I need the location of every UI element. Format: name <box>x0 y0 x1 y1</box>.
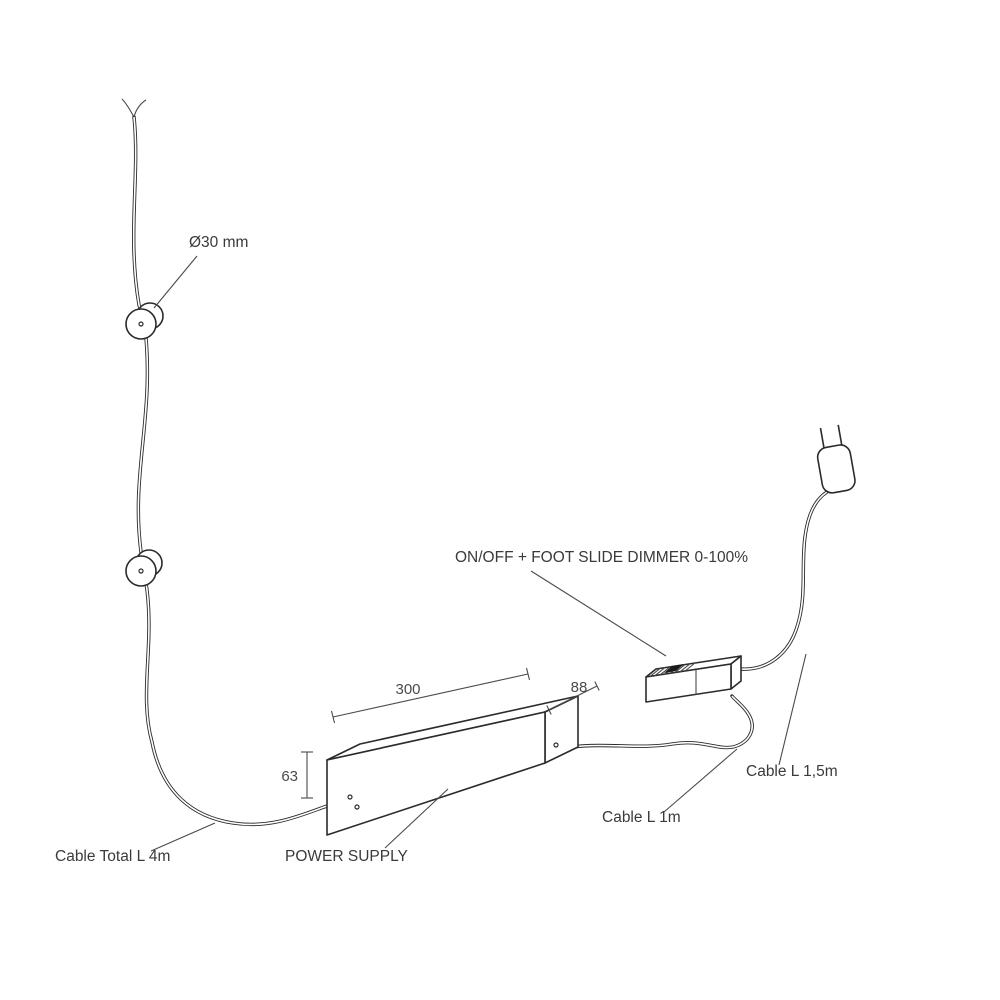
cable-1-5m-label: Cable L 1,5m <box>746 763 838 780</box>
screw-left-2 <box>354 804 360 810</box>
hanging-cable <box>132 115 329 827</box>
cable-to-plug <box>738 490 829 671</box>
plug-prong-right <box>837 424 843 445</box>
power-supply-label: POWER SUPPLY <box>285 848 408 865</box>
dimension-height-value: 63 <box>281 768 298 785</box>
dimension-length: 300 <box>330 667 531 724</box>
dimension-depth-value: 88 <box>571 679 588 696</box>
diameter-label: Ø30 mm <box>189 234 248 251</box>
cable-disc-top <box>125 302 164 340</box>
cable-hook <box>121 98 147 118</box>
screw-left-1 <box>347 794 353 800</box>
leader-cable-1-5m <box>778 653 807 766</box>
dimension-depth: 88 <box>546 679 600 715</box>
plug-body <box>816 444 856 494</box>
cable-1m-label: Cable L 1m <box>602 809 681 826</box>
plug-prong-left <box>819 427 825 448</box>
dimension-length-value: 300 <box>395 681 420 698</box>
leader-cable-total <box>150 822 216 852</box>
power-plug <box>816 424 856 494</box>
leader-diameter <box>153 255 198 309</box>
cable-total-label: Cable Total L 4m <box>55 848 170 865</box>
screw-right <box>553 742 559 748</box>
dimmer-slider-knob <box>664 664 684 673</box>
cable-to-dimmer <box>558 694 754 751</box>
cable-disc-bottom <box>125 549 163 587</box>
leader-cable-1m <box>663 748 738 813</box>
dimmer-label: ON/OFF + FOOT SLIDE DIMMER 0-100% <box>455 549 748 566</box>
foot-dimmer-box <box>645 655 742 703</box>
dimension-height: 63 <box>281 751 313 799</box>
power-supply-box <box>326 695 579 836</box>
leader-power-supply <box>384 788 449 849</box>
leader-dimmer <box>530 570 667 657</box>
